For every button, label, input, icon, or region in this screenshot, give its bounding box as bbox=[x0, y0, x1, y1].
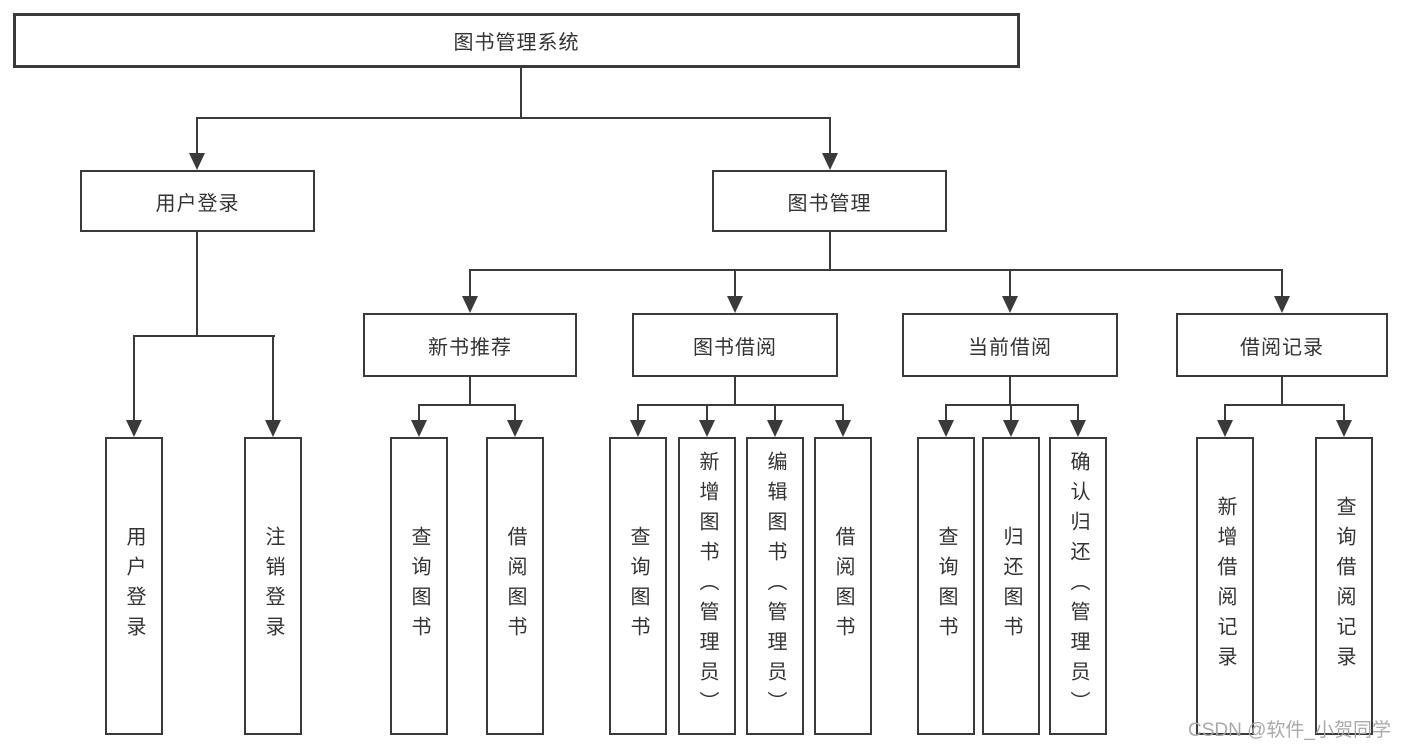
arrowhead-bw-leaf1 bbox=[630, 420, 646, 437]
arrowhead-user-login bbox=[189, 153, 205, 170]
node-current-borrow: 当前借阅 bbox=[902, 313, 1118, 377]
connector-drop-leaf-logout bbox=[272, 335, 274, 422]
connector-user-login-stem bbox=[196, 232, 198, 337]
connector-drop-bw-leaf1 bbox=[637, 404, 639, 422]
arrowhead-bw-leaf4 bbox=[835, 420, 851, 437]
leaf-logout: 注销登录 bbox=[244, 437, 302, 735]
arrowhead-bw-leaf3 bbox=[767, 420, 783, 437]
leaf-bw-query-books: 查询图书 bbox=[609, 437, 667, 735]
connector-drop-new-book bbox=[469, 269, 471, 298]
connector-drop-nb-leaf2 bbox=[514, 404, 516, 422]
connector-current-stem bbox=[1009, 377, 1011, 406]
node-user-login: 用户登录 bbox=[80, 170, 315, 232]
leaf-cu-query-books: 查询图书 bbox=[917, 437, 975, 735]
arrowhead-nb-leaf2 bbox=[507, 420, 523, 437]
watermark-text: CSDN @软件_小贺同学 bbox=[1188, 720, 1391, 741]
arrowhead-leaf-logout bbox=[265, 420, 281, 437]
leaf-rc-query-record: 查询借阅记录 bbox=[1315, 437, 1373, 735]
arrowhead-current bbox=[1002, 296, 1018, 313]
node-new-book-recommend: 新书推荐 bbox=[363, 313, 577, 377]
connector-level2-rail bbox=[196, 117, 831, 119]
connector-root-stem bbox=[520, 66, 522, 119]
connector-drop-rc-leaf2 bbox=[1343, 404, 1345, 422]
arrowhead-book-mgmt bbox=[822, 153, 838, 170]
arrowhead-cu-leaf1 bbox=[938, 420, 954, 437]
connector-level3-rail bbox=[469, 269, 1283, 271]
connector-drop-nb-leaf1 bbox=[418, 404, 420, 422]
node-borrow-records: 借阅记录 bbox=[1176, 313, 1388, 377]
arrowhead-nb-leaf1 bbox=[411, 420, 427, 437]
arrowhead-bw-leaf2 bbox=[699, 420, 715, 437]
connector-drop-borrow bbox=[734, 269, 736, 298]
leaf-bw-borrow-books: 借阅图书 bbox=[814, 437, 872, 735]
connector-drop-bw-leaf2 bbox=[706, 404, 708, 422]
leaf-nb-borrow-books: 借阅图书 bbox=[486, 437, 544, 735]
connector-borrow-stem bbox=[734, 377, 736, 406]
leaf-nb-query-books: 查询图书 bbox=[390, 437, 448, 735]
connector-drop-cu-leaf3 bbox=[1077, 404, 1079, 422]
leaf-bw-add-books-admin: 新增图书（管理员） bbox=[678, 437, 736, 735]
connector-drop-records bbox=[1281, 269, 1283, 298]
connector-new-book-rail bbox=[418, 404, 516, 406]
arrowhead-leaf-login bbox=[126, 420, 142, 437]
connector-current-rail bbox=[945, 404, 1079, 406]
arrowhead-borrow bbox=[727, 296, 743, 313]
connector-drop-book-mgmt bbox=[829, 117, 831, 156]
arrowhead-records bbox=[1274, 296, 1290, 313]
connector-drop-current bbox=[1009, 269, 1011, 298]
connector-drop-cu-leaf2 bbox=[1010, 404, 1012, 422]
arrowhead-rc-leaf2 bbox=[1336, 420, 1352, 437]
connector-user-login-rail bbox=[133, 335, 275, 337]
leaf-user-login: 用户登录 bbox=[105, 437, 163, 735]
connector-drop-rc-leaf1 bbox=[1224, 404, 1226, 422]
leaf-rc-add-record: 新增借阅记录 bbox=[1196, 437, 1254, 735]
connector-records-rail bbox=[1224, 404, 1345, 406]
connector-book-mgmt-stem bbox=[829, 232, 831, 271]
leaf-cu-return-books: 归还图书 bbox=[982, 437, 1040, 735]
arrowhead-cu-leaf3 bbox=[1070, 420, 1086, 437]
connector-drop-user-login bbox=[196, 117, 198, 156]
connector-new-book-stem bbox=[469, 377, 471, 406]
node-book-borrow: 图书借阅 bbox=[632, 313, 838, 377]
connector-drop-cu-leaf1 bbox=[945, 404, 947, 422]
connector-drop-bw-leaf3 bbox=[774, 404, 776, 422]
leaf-bw-edit-books-admin: 编辑图书（管理员） bbox=[746, 437, 804, 735]
connector-borrow-rail bbox=[637, 404, 844, 406]
connector-drop-bw-leaf4 bbox=[842, 404, 844, 422]
arrowhead-cu-leaf2 bbox=[1003, 420, 1019, 437]
arrowhead-new-book bbox=[462, 296, 478, 313]
arrowhead-rc-leaf1 bbox=[1217, 420, 1233, 437]
connector-records-stem bbox=[1281, 377, 1283, 406]
node-book-mgmt: 图书管理 bbox=[712, 170, 947, 232]
connector-drop-leaf-login bbox=[133, 335, 135, 422]
leaf-cu-confirm-return-admin: 确认归还（管理员） bbox=[1049, 437, 1107, 735]
node-root: 图书管理系统 bbox=[13, 13, 1020, 68]
